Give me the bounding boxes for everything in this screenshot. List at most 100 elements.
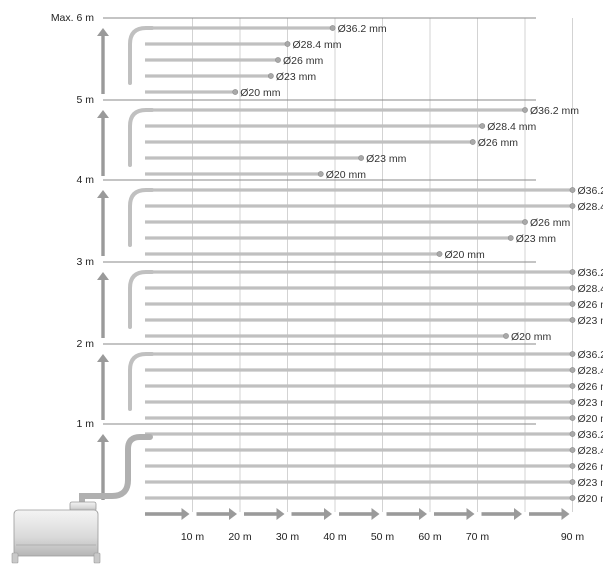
pipe-end-cap [569,495,576,501]
distance-axis: 10 m 20 m 30 m 40 m 50 m 60 m 70 m 90 m [145,508,584,543]
pipe-diameter-label: Ø26 mm [478,137,519,149]
pipe-diameter-label: Ø23 mm [366,153,407,165]
distance-tick-label: 50 m [371,531,395,543]
level-label: 1 m [76,418,94,430]
distance-arrow-shaft [481,512,515,516]
pipe-diameter-label: Ø26 mm [578,381,603,393]
up-arrow-shaft [101,118,105,176]
distance-tick-label: 30 m [276,531,300,543]
height-level-6m: Max. 6 m Ø36.2 mm Ø28.4 mm Ø26 mm Ø23 mm Ø20 … [51,12,536,99]
pipe-end-cap [436,251,443,257]
up-arrow-shaft [101,36,105,94]
pipe-diameter-label: Ø28.4 mm [293,39,342,51]
pipe-end-cap [569,479,576,485]
pipe-diameter-label: Ø28.4 mm [578,365,603,377]
right-arrow-icon [371,508,380,520]
pipe-end-cap [358,155,365,161]
right-arrow-icon [181,508,190,520]
pump-body [13,509,99,557]
pipe-end-cap [569,285,576,291]
up-arrow-icon [97,354,109,362]
pipe-end-cap [569,203,576,209]
pipe-diameter-label: Ø23 mm [516,233,557,245]
pipe-end-cap [569,399,576,405]
pipe-diameter-label: Ø20 mm [578,493,603,505]
pipe-diameter-label: Ø28.4 mm [578,445,603,457]
up-arrow-icon [97,190,109,198]
pipe-end-cap [507,235,514,241]
pump-foot-right [93,552,101,564]
pipe-diameter-label: Ø36.2 mm [578,429,603,441]
pipe-end-cap [267,73,274,79]
pipe-end-cap [569,351,576,357]
pipe-diameter-label: Ø23 mm [578,477,603,489]
pipe-diameter-label: Ø26 mm [530,217,571,229]
distance-arrow-shaft [434,512,468,516]
level-label: 5 m [76,94,94,106]
level-label: 2 m [76,338,94,350]
distance-arrow-shaft [386,512,420,516]
level-label: 3 m [76,256,94,268]
pipe-end-cap [329,25,336,31]
distance-arrow-shaft [529,512,563,516]
height-levels: Max. 6 m Ø36.2 mm Ø28.4 mm Ø26 mm Ø23 mm Ø20 … [51,12,603,505]
right-arrow-icon [276,508,285,520]
pipe-diameter-label: Ø20 mm [445,249,486,261]
pipe-end-cap [569,447,576,453]
distance-arrow-shaft [339,512,373,516]
right-arrow-icon [419,508,427,520]
pipe-diameter-label: Ø36.2 mm [578,349,603,361]
right-arrow-icon [561,508,570,520]
pipe-diameter-label: Ø23 mm [578,397,603,409]
pipe-end-cap [232,89,239,95]
pipe-end-cap [469,139,476,145]
pipe-diameter-label: Ø20 mm [511,331,552,343]
pipe-end-cap [569,317,576,323]
pipe-diameter-label: Ø36.2 mm [338,23,387,35]
pipe-end-cap [275,57,281,63]
up-arrow-icon [97,434,109,442]
pipe-end-cap [479,123,486,129]
distance-tick-label: 10 m [181,531,205,543]
pipe-end-cap [284,41,291,47]
distance-tick-label: 70 m [466,531,490,543]
distance-arrow-shaft [291,512,325,516]
distance-tick-label: 40 m [323,531,347,543]
height-level-4m: 4 m Ø36.2 mm Ø28.4 mm Ø26 mm Ø23 mm Ø20 mm [76,174,603,261]
up-arrow-shaft [101,198,105,256]
distance-tick-label: 20 m [228,531,252,543]
level-label: 4 m [76,174,94,186]
right-arrow-icon [324,508,332,520]
pipe-diameter-label: Ø28.4 mm [578,201,603,213]
pipe-end-cap [522,107,528,113]
up-arrow-shaft [101,442,105,500]
pipe-end-cap [522,219,528,225]
right-arrow-icon [466,508,475,520]
height-level-1m: 1 m Ø36.2 mm Ø28.4 mm Ø26 mm Ø23 mm Ø20 mm [76,418,603,505]
pipe-end-cap [569,367,576,373]
pipe-end-cap [569,187,576,193]
distance-arrow-shaft [145,512,183,516]
pipe-diameter-label: Ø20 mm [326,169,367,181]
up-arrow-shaft [101,362,105,420]
pipe-diameter-label: Ø26 mm [578,461,603,473]
pipe-diameter-label: Ø23 mm [276,71,317,83]
pipe-end-cap [569,301,576,307]
distance-tick-label: 60 m [418,531,442,543]
level-label: Max. 6 m [51,12,94,24]
pipe-diameter-label: Ø20 mm [240,87,281,99]
pipe-diameter-label: Ø26 mm [578,299,603,311]
pipe-end-cap [569,463,576,469]
distance-arrow-shaft [244,512,278,516]
pump-riser-pipe [79,434,153,506]
distance-arrow-shaft [196,512,230,516]
distance-tick-label: 90 m [561,531,585,543]
pipe-diameter-label: Ø36.2 mm [578,185,603,197]
pipe-end-cap [503,333,509,339]
up-arrow-shaft [101,280,105,338]
up-arrow-icon [97,110,109,118]
pipe-diameter-label: Ø36.2 mm [530,105,579,117]
pipe-diameter-label: Ø26 mm [283,55,324,67]
